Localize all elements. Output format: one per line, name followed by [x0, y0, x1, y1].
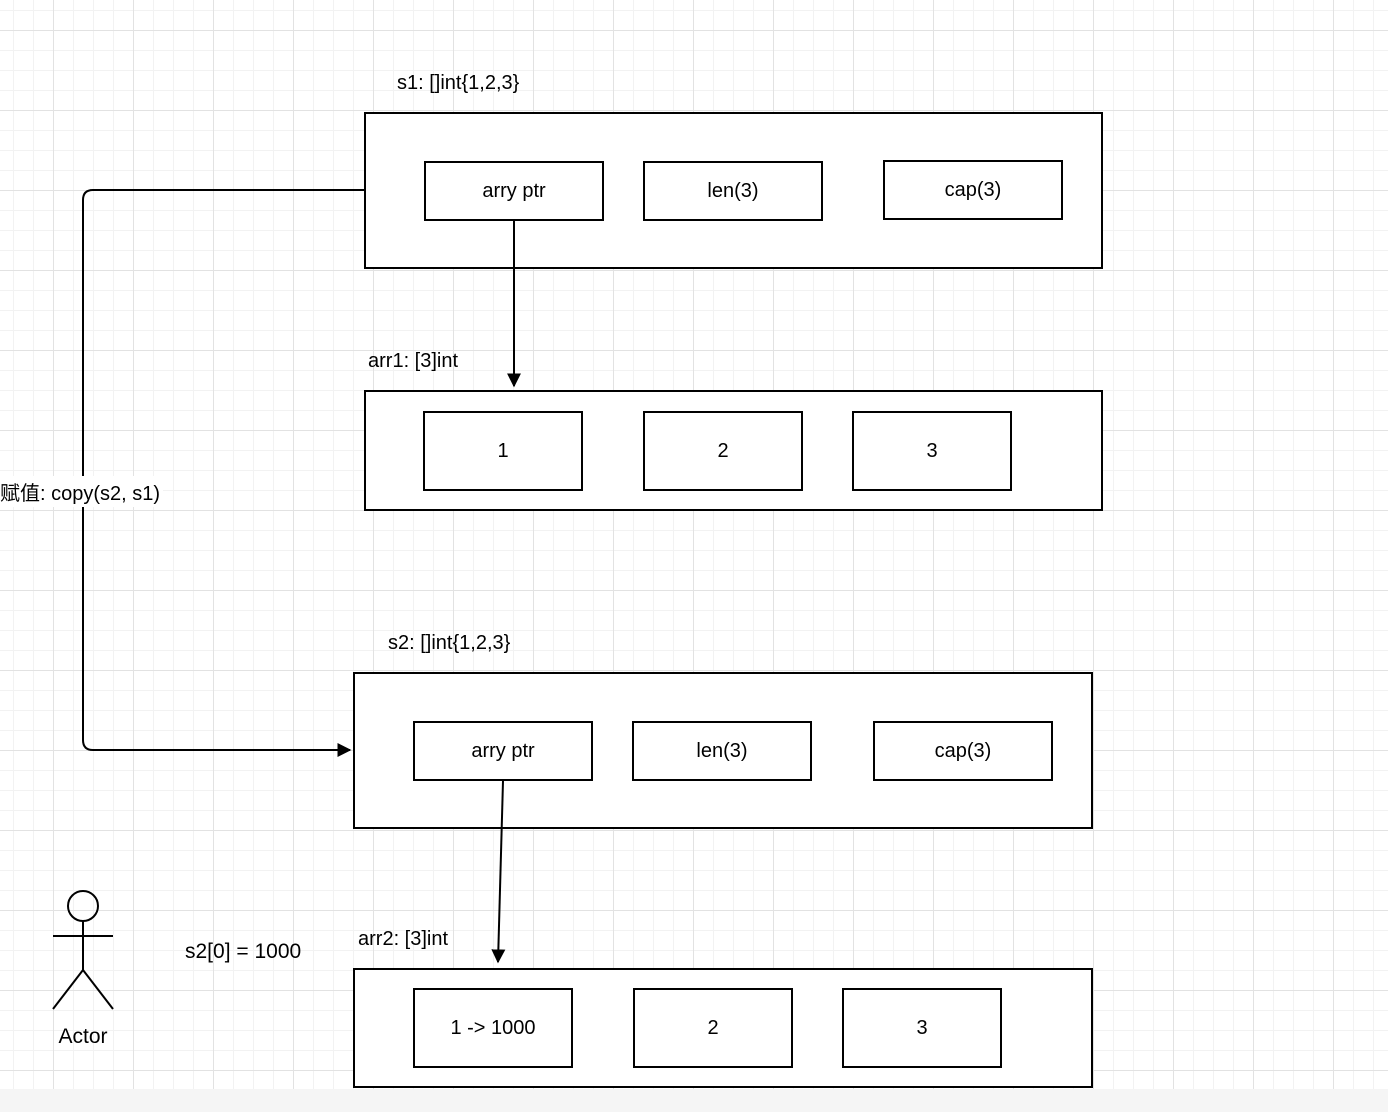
- actor-leg-right: [82, 969, 114, 1010]
- arr2-cell-2[interactable]: 3: [842, 988, 1002, 1068]
- actor-shape[interactable]: [52, 890, 114, 1010]
- arr2-title[interactable]: arr2: [3]int: [358, 928, 449, 950]
- arr1-cell-0[interactable]: 1: [423, 411, 583, 491]
- arr2-cell-1[interactable]: 2: [633, 988, 793, 1068]
- s2-field-cap[interactable]: cap(3): [873, 721, 1053, 781]
- s2-title[interactable]: s2: []int{1,2,3}: [388, 632, 511, 654]
- arr1-title[interactable]: arr1: [3]int: [368, 350, 459, 372]
- s1-title[interactable]: s1: []int{1,2,3}: [397, 72, 520, 94]
- arr2-box[interactable]: 1 -> 1000 2 3: [353, 968, 1093, 1088]
- s2-field-arryptr[interactable]: arry ptr: [413, 721, 593, 781]
- s1-field-arryptr[interactable]: arry ptr: [424, 161, 604, 221]
- arr1-cell-2[interactable]: 3: [852, 411, 1012, 491]
- copy-edge-label[interactable]: 赋值: copy(s2, s1): [0, 476, 164, 507]
- edge-copy-s1-to-s2[interactable]: [82, 189, 364, 757]
- s1-box[interactable]: arry ptr len(3) cap(3): [364, 112, 1103, 269]
- actor-label[interactable]: Actor: [58, 1025, 108, 1048]
- arr1-cell-1[interactable]: 2: [643, 411, 803, 491]
- s1-field-cap[interactable]: cap(3): [883, 160, 1063, 220]
- s1-field-len[interactable]: len(3): [643, 161, 823, 221]
- actor-leg-left: [52, 969, 84, 1010]
- s2-box[interactable]: arry ptr len(3) cap(3): [353, 672, 1093, 829]
- canvas-edge-band: [0, 1089, 1388, 1112]
- arr2-cell-0[interactable]: 1 -> 1000: [413, 988, 573, 1068]
- arr1-box[interactable]: 1 2 3: [364, 390, 1103, 511]
- s2-field-len[interactable]: len(3): [632, 721, 812, 781]
- assign-annotation[interactable]: s2[0] = 1000: [185, 940, 302, 963]
- actor-head: [67, 890, 99, 922]
- diagram-canvas: s1: []int{1,2,3} arry ptr len(3) cap(3) …: [0, 0, 1388, 1089]
